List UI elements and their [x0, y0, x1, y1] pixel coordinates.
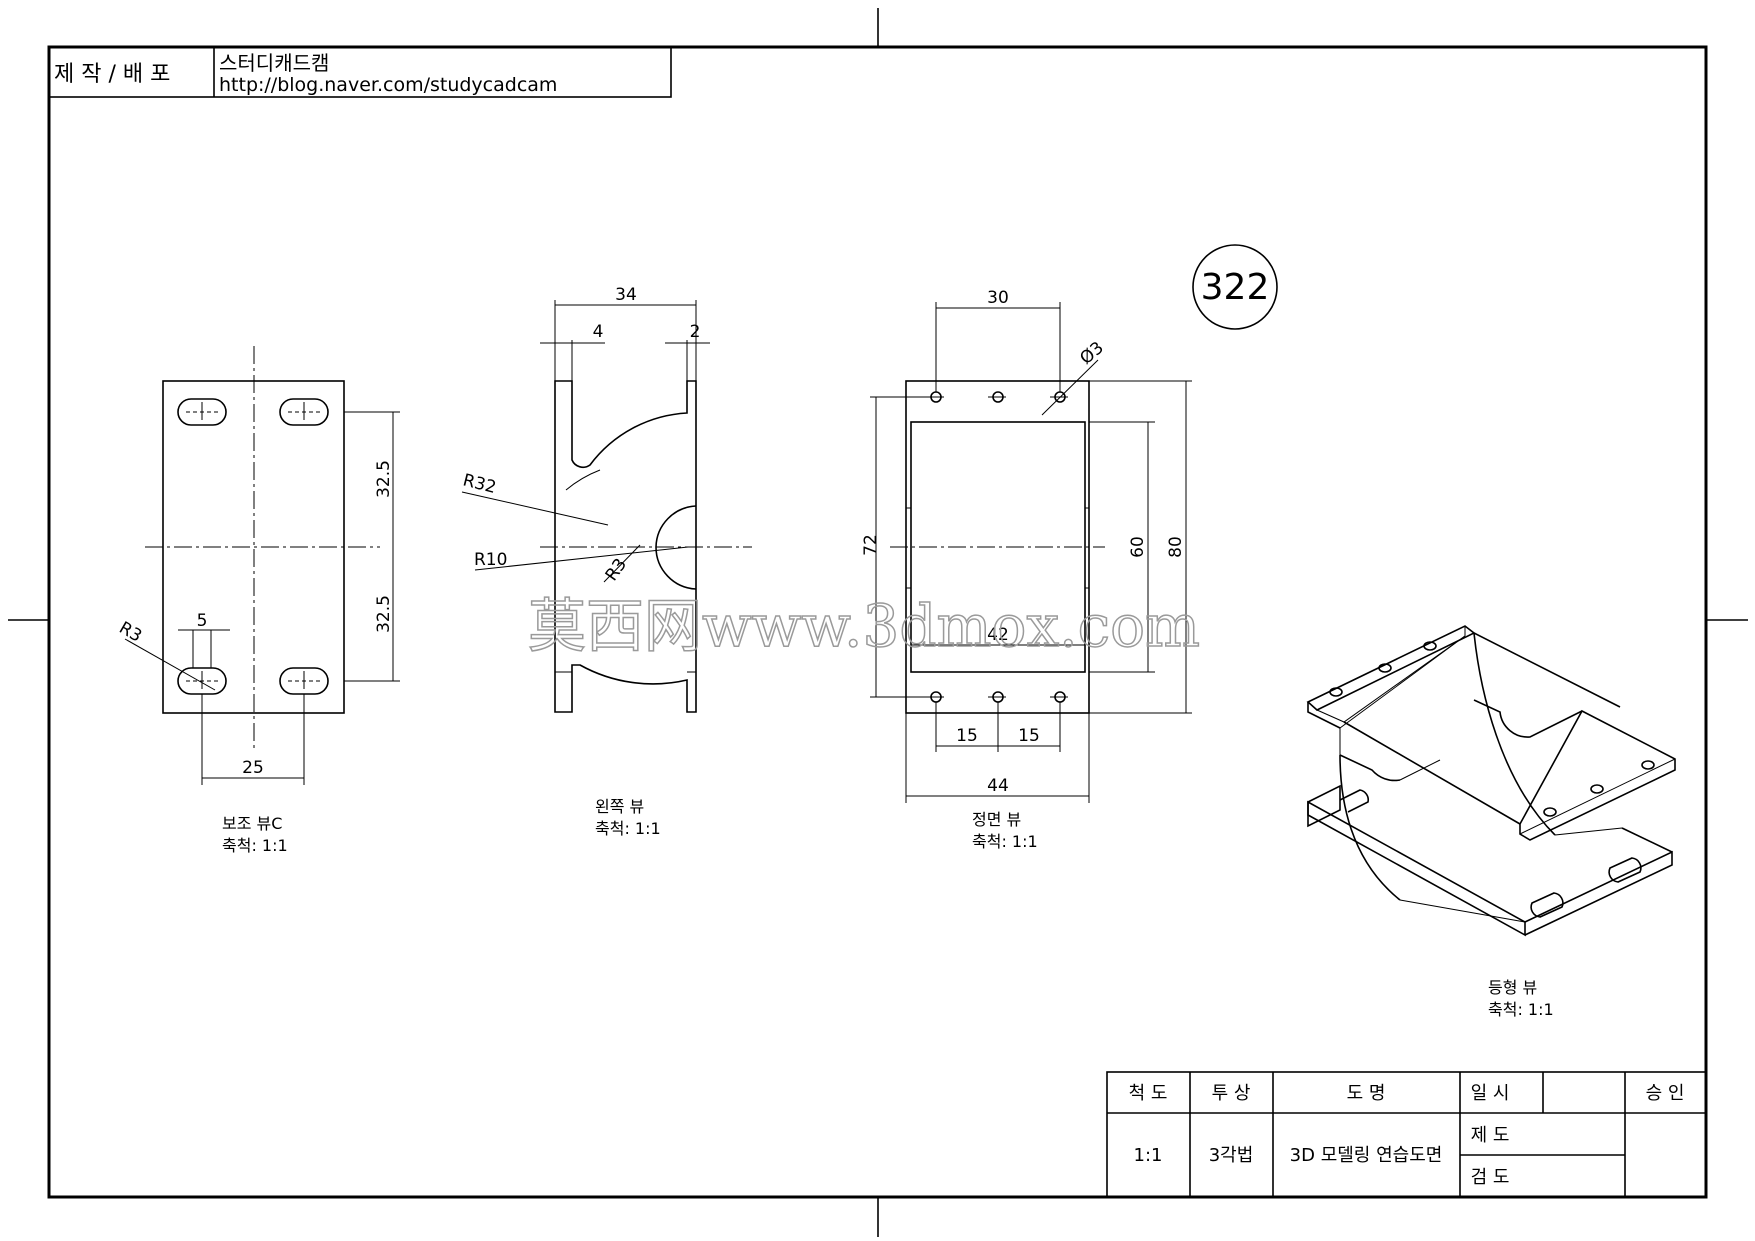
- tb-scale-value: 1:1: [1134, 1145, 1163, 1166]
- left-dim-r32: R32: [461, 470, 498, 497]
- aux-dim-r3: R3: [116, 618, 146, 647]
- aux-dim-32-5-top: 32.5: [374, 460, 394, 498]
- maker-url: http://blog.naver.com/studycadcam: [219, 74, 557, 96]
- aux-dim-32-5-bottom: 32.5: [374, 595, 394, 633]
- front-dim-42: 42: [987, 625, 1009, 645]
- left-view-scale: 축척: 1:1: [595, 819, 661, 838]
- left-view-title: 왼쪽 뷰: [595, 797, 644, 816]
- tb-approve-label: 승 인: [1646, 1083, 1685, 1104]
- front-dim-15-right: 15: [1018, 726, 1040, 746]
- tb-scale-label: 척 도: [1129, 1083, 1168, 1104]
- front-dim-80: 80: [1166, 536, 1186, 558]
- aux-view: 32.5 32.5 5 25 R3 보조 뷰C 축척: 1:1: [116, 346, 400, 855]
- front-dim-60: 60: [1128, 536, 1148, 558]
- tb-check-label: 검 도: [1471, 1167, 1510, 1188]
- tb-projection-label: 투 상: [1212, 1083, 1251, 1104]
- front-dim-72: 72: [861, 534, 881, 556]
- front-dim-30: 30: [987, 288, 1009, 308]
- drawing-number-badge: 322: [1192, 244, 1278, 330]
- aux-view-title: 보조 뷰C: [222, 814, 282, 833]
- maker-header: 제 작 / 배 포 스터디캐드캠 http://blog.naver.com/s…: [48, 46, 672, 98]
- front-dim-hole: Ø3: [1076, 338, 1107, 369]
- sheet-frame: [8, 8, 1748, 1237]
- slot-top-left: [177, 398, 227, 426]
- watermark: 莫西网www.3dmox.com: [528, 592, 1200, 660]
- maker-name: 스터디캐드캠: [219, 51, 329, 75]
- iso-view-title: 등형 뷰: [1488, 978, 1537, 997]
- tb-name-label: 도 명: [1347, 1083, 1386, 1104]
- tb-projection-value: 3각법: [1209, 1145, 1254, 1166]
- front-dim-15-left: 15: [956, 726, 978, 746]
- aux-view-scale: 축척: 1:1: [222, 836, 288, 855]
- aux-dim-5: 5: [197, 611, 208, 631]
- slot-bottom-right: [279, 667, 329, 695]
- left-dim-4: 4: [593, 322, 604, 342]
- tb-date-label: 일 시: [1471, 1083, 1510, 1104]
- isometric-view: 등형 뷰 축척: 1:1: [1306, 625, 1676, 1019]
- tb-draw-label: 제 도: [1471, 1125, 1510, 1146]
- front-view-scale: 축척: 1:1: [972, 832, 1038, 851]
- aux-dim-25: 25: [242, 758, 264, 778]
- title-block: 척 도 투 상 도 명 일 시 승 인 제 도 검 도 1:1 3각법 3D 모…: [1106, 1071, 1707, 1198]
- left-dim-34: 34: [615, 285, 637, 305]
- left-dim-2: 2: [690, 322, 701, 342]
- front-view-title: 정면 뷰: [972, 810, 1021, 829]
- tb-name-value: 3D 모델링 연습도면: [1290, 1145, 1443, 1166]
- left-view: 34 4 2 R32 R10 R3 왼쪽 뷰 축척: 1:1: [461, 285, 752, 838]
- slot-top-right: [279, 398, 329, 426]
- front-view: 30 Ø3 72 60 80 42 15 15 44 정면 뷰 축척: 1:1: [861, 288, 1192, 851]
- drawing-number: 322: [1201, 267, 1270, 308]
- iso-view-scale: 축척: 1:1: [1488, 1000, 1554, 1019]
- slot-bottom-left: [177, 667, 227, 695]
- maker-label: 제 작 / 배 포: [54, 62, 170, 87]
- left-dim-r10: R10: [474, 550, 507, 570]
- front-dim-44: 44: [987, 776, 1009, 796]
